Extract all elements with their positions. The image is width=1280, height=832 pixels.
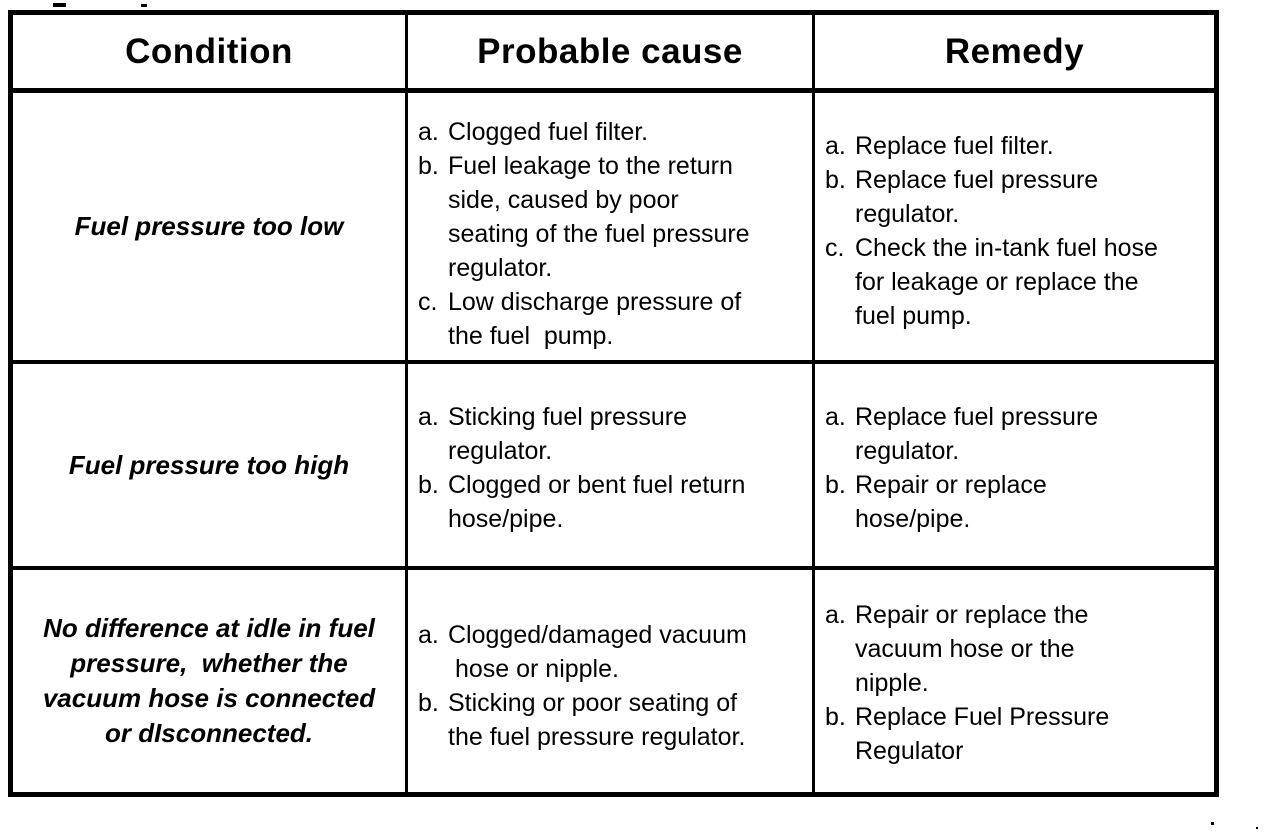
list-item: c. Low discharge pressure of the fuel pu… [418, 285, 808, 353]
list-marker: b. [825, 166, 846, 194]
list-item: a. Sticking fuel pressure regulator. [418, 400, 808, 468]
list-text: Replace fuel filter. [855, 132, 1054, 160]
list-item: a. Clogged/damaged vacuum hose or nipple… [418, 618, 808, 686]
scan-artifact [1211, 822, 1214, 825]
list-item: a. Clogged fuel filter. [418, 115, 808, 149]
list-marker: b. [825, 703, 846, 731]
column-header-condition: Condition [13, 15, 408, 93]
list-item: c. Check the in-tank fuel hose for leaka… [825, 231, 1210, 333]
list-item: b. Clogged or bent fuel return hose/pipe… [418, 468, 808, 536]
scan-artifact [141, 4, 147, 7]
list-text: Low discharge pressure of the fuel pump. [448, 288, 742, 350]
list-item: a. Replace fuel filter. [825, 129, 1210, 163]
scan-artifact [1256, 827, 1258, 829]
condition-text: Fuel pressure too low [74, 211, 344, 241]
cell-row1-condition: Fuel pressure too low [13, 93, 408, 364]
list-text: Replace Fuel Pressure Regulator [855, 703, 1110, 765]
list-marker: b. [418, 471, 439, 499]
list-text: Fuel leakage to the return side, caused … [448, 152, 750, 282]
list-marker: a. [418, 118, 439, 146]
scan-artifact [53, 3, 66, 7]
condition-text: Fuel pressure too high [68, 449, 350, 480]
list-text: Sticking fuel pressure regulator. [448, 403, 688, 465]
cell-row2-remedy: a. Replace fuel pressure regulator. b. R… [815, 364, 1214, 570]
list-marker: a. [825, 403, 846, 431]
list-marker: a. [825, 132, 846, 160]
list-item: a. Repair or replace the vacuum hose or … [825, 598, 1210, 700]
list-item: b. Repair or replace hose/pipe. [825, 468, 1210, 536]
list-text: Clogged fuel filter. [448, 118, 649, 146]
troubleshooting-table: Condition Probable cause Remedy Fuel pre… [8, 10, 1219, 797]
cell-row3-cause: a. Clogged/damaged vacuum hose or nipple… [408, 570, 815, 792]
cell-row1-remedy: a. Replace fuel filter. b. Replace fuel … [815, 93, 1214, 364]
condition-text: No difference at idle in fuel pressure, … [42, 613, 376, 748]
list-marker: a. [418, 621, 439, 649]
cell-row2-condition: Fuel pressure too high [13, 364, 408, 570]
list-marker: c. [418, 288, 438, 316]
list-text: Clogged/damaged vacuum hose or nipple. [448, 621, 747, 683]
list-item: b. Replace Fuel Pressure Regulator [825, 700, 1210, 768]
cell-row3-remedy: a. Repair or replace the vacuum hose or … [815, 570, 1214, 792]
list-text: Replace fuel pressure regulator. [855, 403, 1099, 465]
list-marker: a. [418, 403, 439, 431]
list-text: Sticking or poor seating of the fuel pre… [448, 689, 746, 751]
list-text: Check the in-tank fuel hose for leakage … [855, 234, 1158, 330]
column-header-remedy: Remedy [815, 15, 1214, 93]
list-item: b. Replace fuel pressure regulator. [825, 163, 1210, 231]
list-marker: b. [418, 689, 439, 717]
list-item: b. Sticking or poor seating of the fuel … [418, 686, 808, 754]
cell-row3-condition: No difference at idle in fuel pressure, … [13, 570, 408, 792]
list-marker: c. [825, 234, 845, 262]
list-text: Repair or replace hose/pipe. [855, 471, 1047, 533]
column-header-probable-cause: Probable cause [408, 15, 815, 93]
cell-row2-cause: a. Sticking fuel pressure regulator. b. … [408, 364, 815, 570]
list-text: Clogged or bent fuel return hose/pipe. [448, 471, 746, 533]
cell-row1-cause: a. Clogged fuel filter. b. Fuel leakage … [408, 93, 815, 364]
list-text: Replace fuel pressure regulator. [855, 166, 1099, 228]
list-text: Repair or replace the vacuum hose or the… [855, 601, 1089, 697]
list-marker: b. [825, 471, 846, 499]
list-marker: b. [418, 152, 439, 180]
list-item: b. Fuel leakage to the return side, caus… [418, 149, 808, 285]
list-item: a. Replace fuel pressure regulator. [825, 400, 1210, 468]
list-marker: a. [825, 601, 846, 629]
